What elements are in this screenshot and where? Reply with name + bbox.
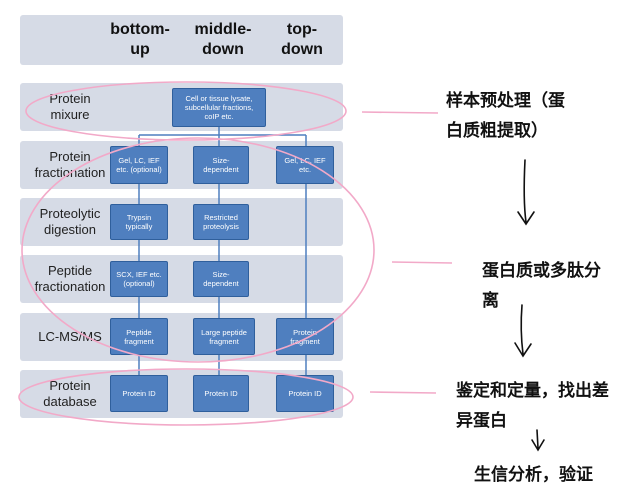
box-digestion-bottom-up: Trypsin typically <box>110 204 168 240</box>
row-band-proteolytic-digestion <box>20 198 343 246</box>
box-peptide-fractionation-middle-down: Size- dependent <box>193 261 249 297</box>
ellipse-identification <box>18 368 354 426</box>
column-header-middle-down: middle- down <box>194 21 252 58</box>
column-header-bottom-up: bottom- up <box>110 21 170 58</box>
note-bioinformatics: 生信分析，验证 <box>474 465 593 485</box>
box-lcms-middle-down: Large peptide fragment <box>193 318 255 355</box>
box-source-sample: Cell or tissue lysate, subcellular fract… <box>172 88 266 127</box>
box-peptide-fractionation-bottom-up: SCX, IEF etc. (optional) <box>110 261 168 297</box>
connector-line-3 <box>369 391 437 394</box>
note-identification: 鉴定和定量，找出差 异蛋白 <box>456 381 609 431</box>
row-band-peptide-fractionation <box>20 255 343 303</box>
header-band <box>20 15 343 65</box>
row-label-lc-ms: LC-MS/MS <box>38 329 102 344</box>
ellipse-separation <box>21 137 375 363</box>
row-label-protein-database: Protein database <box>43 378 97 409</box>
box-fractionation-middle-down: Size- dependent <box>193 146 249 184</box>
row-label-peptide-fractionation: Peptide fractionation <box>34 263 106 294</box>
column-header-top-down: top- down <box>281 21 323 58</box>
box-fractionation-bottom-up: Gel, LC, IEF etc. (optional) <box>110 146 168 184</box>
box-lcms-bottom-up: Peptide fragment <box>110 318 168 355</box>
box-database-middle-down: Protein ID <box>193 375 249 412</box>
row-label-protein-mixture: Protein mixure <box>49 91 91 122</box>
row-label-proteolytic-digestion: Proteolytic digestion <box>39 206 101 237</box>
note-separation: 蛋白质或多肽分 离 <box>482 261 601 311</box>
note-sample-preparation: 样本预处理（蛋 白质粗提取） <box>446 91 565 141</box>
ellipse-sample-prep <box>25 81 347 141</box>
connector-line-2 <box>391 261 453 264</box>
box-lcms-top-down: Protein fragment <box>276 318 334 355</box>
arrow-down-icon-2 <box>514 304 532 358</box>
connector-line-1 <box>361 111 439 114</box>
arrow-down-icon-3 <box>531 429 545 452</box>
box-digestion-middle-down: Restricted proteolysis <box>193 204 249 240</box>
box-database-bottom-up: Protein ID <box>110 375 168 412</box>
arrow-down-icon-1 <box>517 159 535 226</box>
